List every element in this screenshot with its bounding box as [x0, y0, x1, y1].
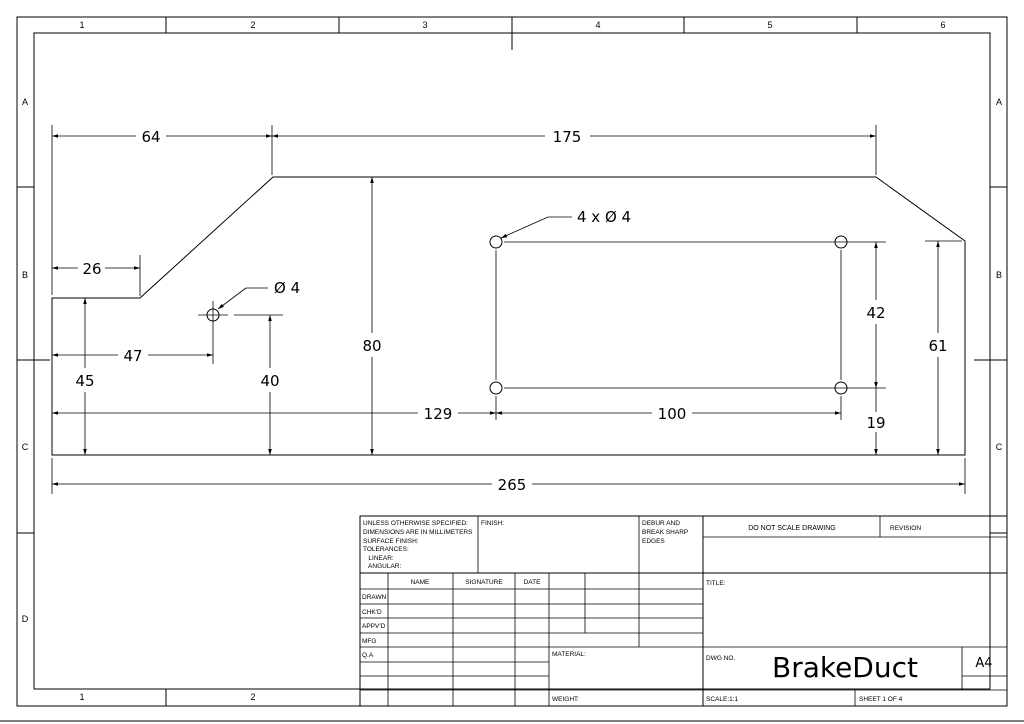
unless-line-2: DIMENSIONS ARE IN MILLIMETERS	[363, 529, 473, 536]
zone-row-d-left: D	[22, 614, 29, 624]
dim-45: 45	[75, 372, 94, 390]
inner-border	[33, 32, 991, 690]
title-block	[359, 515, 1008, 707]
do-not-scale: DO NOT SCALE DRAWING	[748, 525, 836, 532]
col-date: DATE	[524, 579, 542, 586]
dim-175: 175	[553, 128, 582, 146]
zone-col-4-top: 4	[595, 20, 600, 30]
row-approved: APPV'D	[362, 623, 386, 630]
row-drawn: DRAWN	[362, 594, 387, 601]
unless-line-1: UNLESS OTHERWISE SPECIFIED:	[363, 520, 468, 527]
zone-col-3-top: 3	[422, 20, 427, 30]
row-checked: CHK'D	[362, 609, 382, 616]
debur-line-2: BREAK SHARP	[642, 529, 688, 536]
part-outline	[51, 176, 966, 456]
sheet-count: SHEET 1 OF 4	[859, 696, 903, 703]
dim-42: 42	[866, 304, 885, 322]
unless-line-3: SURFACE FINISH:	[363, 538, 419, 545]
revision-label: REVISION	[890, 525, 921, 532]
scale-label: SCALE:1:1	[706, 696, 739, 703]
zone-ticks	[17, 17, 1007, 706]
dimension-lines	[52, 134, 965, 486]
zone-row-a-right: A	[996, 97, 1002, 107]
hole-callout-single: Ø 4	[274, 279, 300, 297]
zone-col-5-top: 5	[767, 20, 772, 30]
dim-64: 64	[141, 128, 160, 146]
zone-col-2-top: 2	[250, 20, 255, 30]
unless-line-4: TOLERANCES:	[363, 546, 409, 553]
zone-col-1-top: 1	[79, 20, 84, 30]
zone-row-b-right: B	[996, 270, 1002, 280]
zone-row-c-left: C	[22, 442, 29, 452]
dim-100: 100	[658, 405, 687, 423]
finish-label: FINISH:	[481, 520, 504, 527]
sheet-size: A4	[975, 656, 992, 671]
dwg-no-label: DWG NO.	[706, 655, 735, 662]
unless-line-5: LINEAR:	[363, 555, 394, 562]
hole-callout-pattern: 4 x Ø 4	[577, 208, 631, 226]
zone-row-b-left: B	[22, 270, 28, 280]
row-mfg: MFG	[362, 638, 376, 645]
single-hole	[198, 301, 228, 364]
col-signature: SIGNATURE	[465, 579, 503, 586]
outer-border	[16, 16, 1008, 707]
row-qa: Q.A	[362, 652, 374, 659]
zone-col-1-bottom: 1	[79, 692, 84, 702]
hole-pattern	[489, 235, 848, 395]
zone-col-6-top: 6	[940, 20, 945, 30]
dim-40: 40	[260, 372, 279, 390]
dim-129: 129	[424, 405, 453, 423]
col-name: NAME	[411, 579, 430, 586]
dim-61: 61	[928, 337, 947, 355]
zone-row-a-left: A	[22, 97, 28, 107]
drawing-name: BrakeDuct	[772, 651, 918, 684]
zone-row-c-right: C	[996, 442, 1003, 452]
material-label: MATERIAL:	[552, 651, 586, 658]
dim-47: 47	[123, 347, 142, 365]
dim-26: 26	[82, 260, 101, 278]
title-label: TITLE:	[706, 580, 726, 587]
unless-line-6: ANGULAR:	[363, 563, 401, 570]
extension-lines	[51, 125, 966, 494]
zone-col-2-bottom: 2	[250, 692, 255, 702]
dim-19: 19	[866, 414, 885, 432]
debur-line-3: EDGES	[642, 538, 665, 545]
dim-80: 80	[362, 337, 381, 355]
weight-label: WEIGHT:	[552, 696, 579, 703]
debur-line-1: DEBUR AND	[642, 520, 680, 527]
dim-265: 265	[498, 476, 527, 494]
